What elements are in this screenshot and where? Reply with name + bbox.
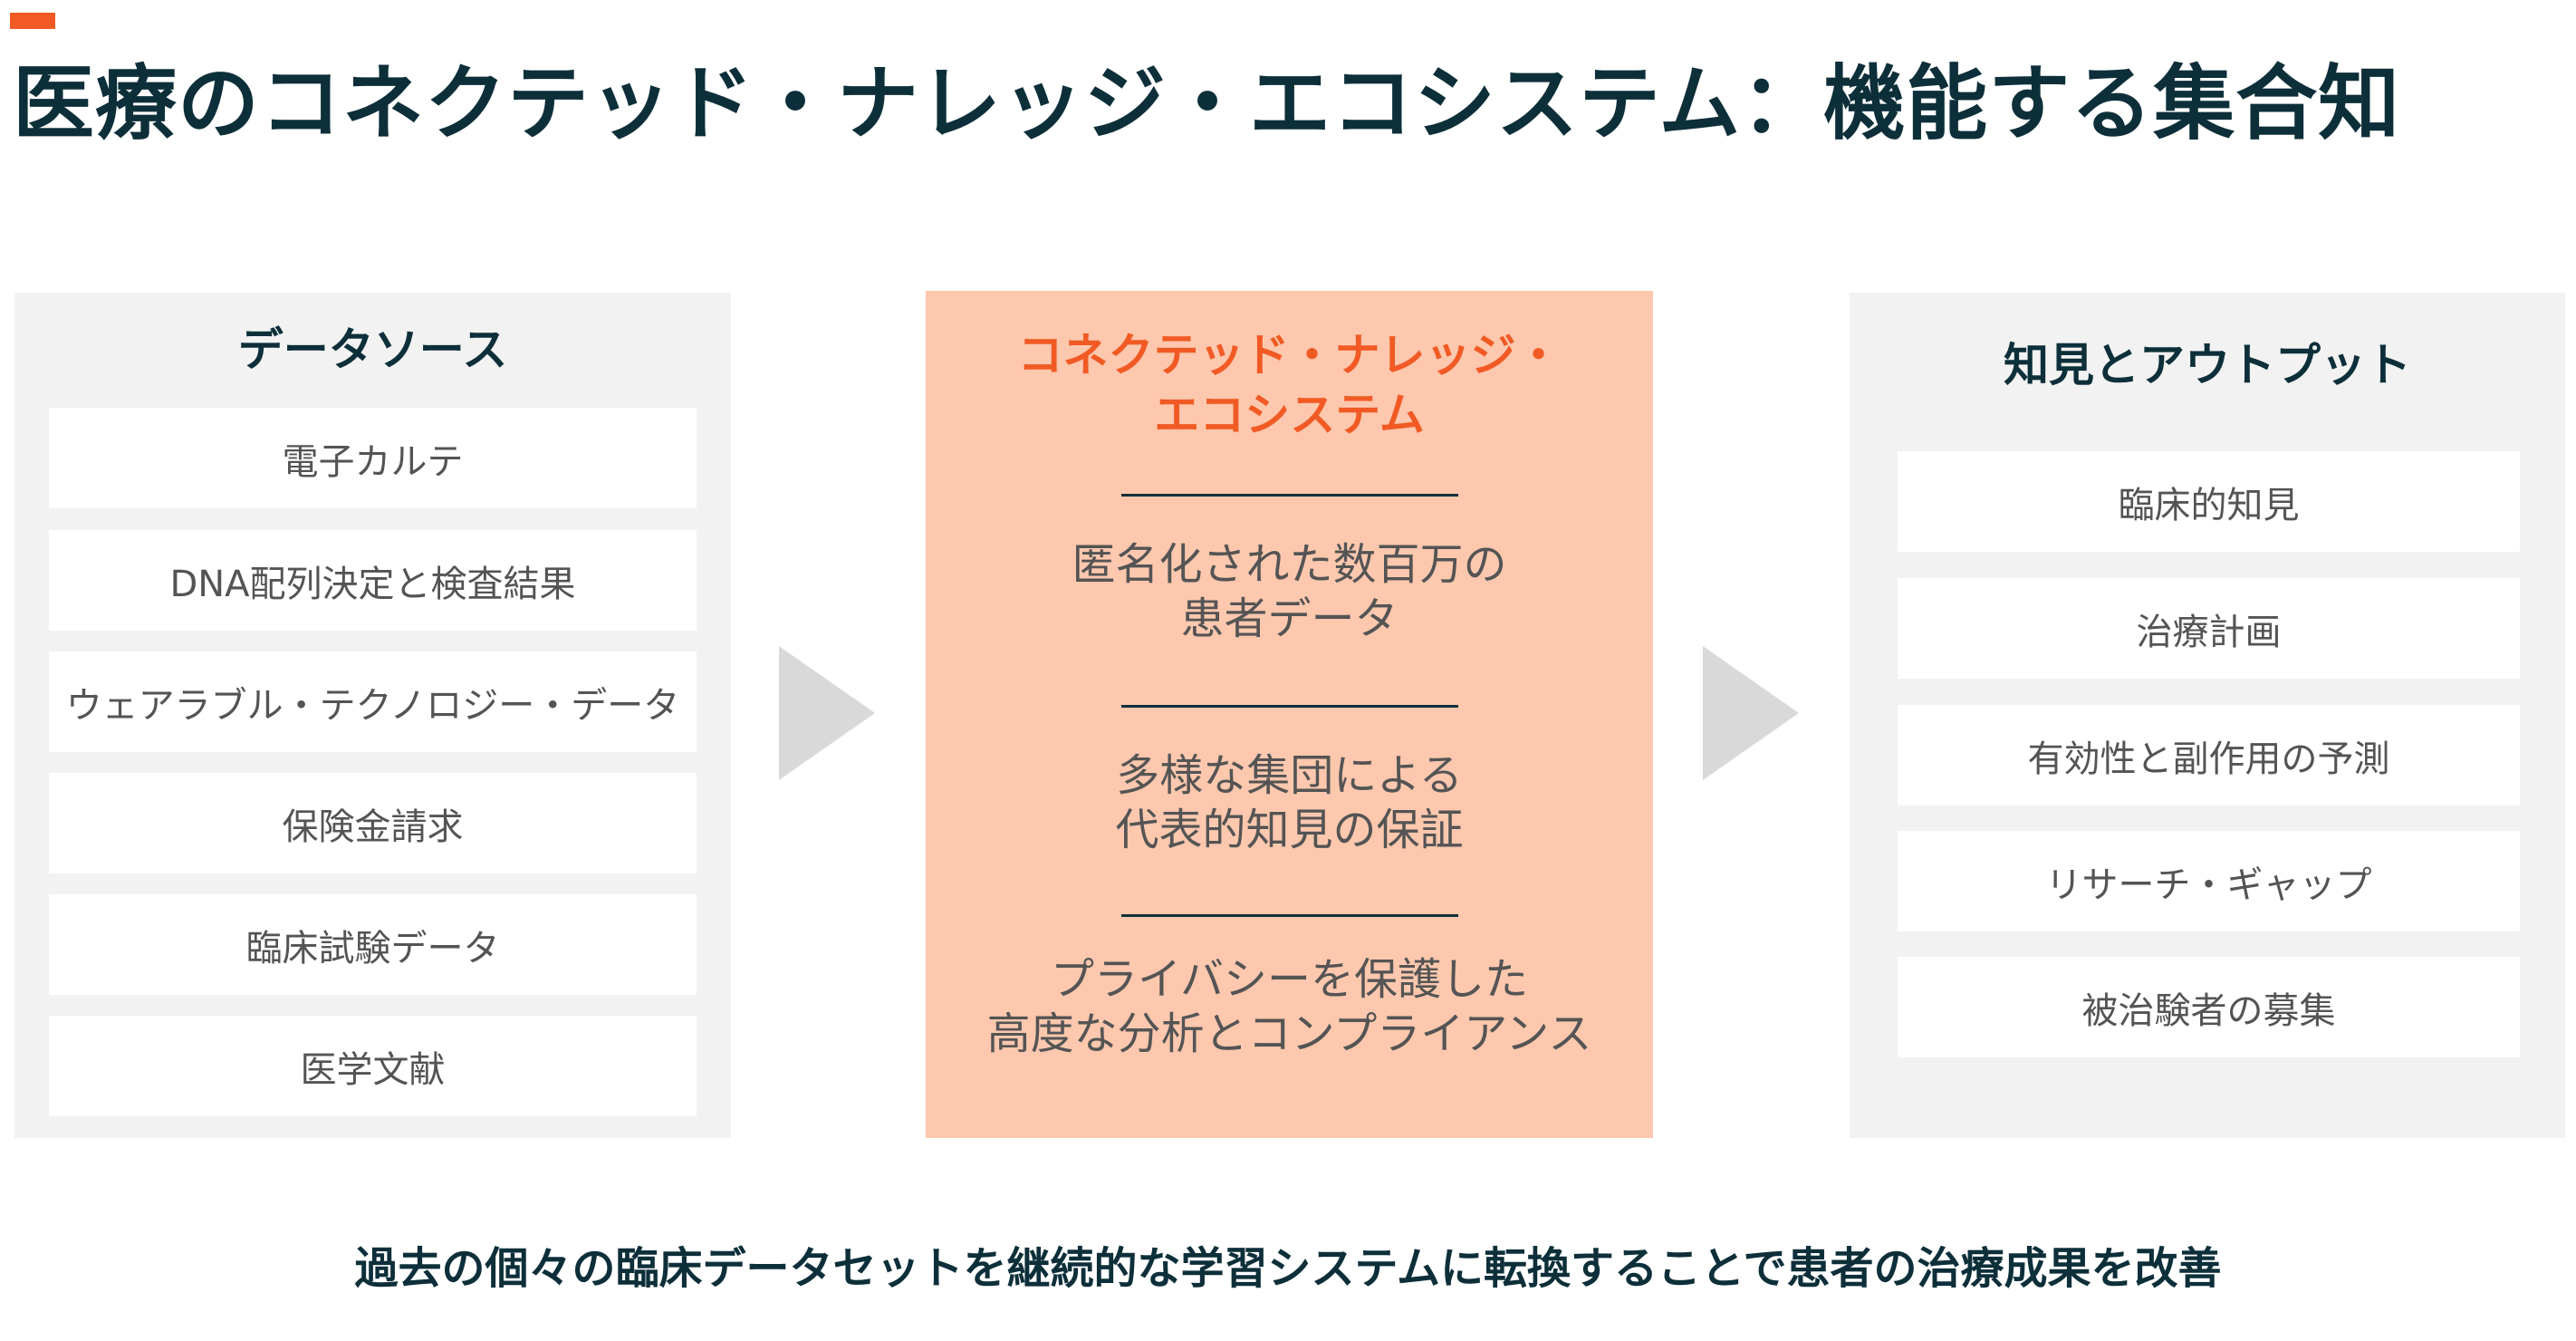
data-sources-heading: データソース bbox=[237, 323, 508, 376]
ecosystem-point: 匿名化された数百万の 患者データ bbox=[1072, 539, 1507, 644]
insight-item: 臨床的知見 bbox=[1898, 451, 2520, 552]
ecosystem-point: 多様な集団による 代表的知見の保証 bbox=[1115, 750, 1464, 855]
insights-panel: 知見とアウトプット 臨床的知見 治療計画 有効性と副作用の予測 リサーチ・ギャッ… bbox=[1850, 293, 2565, 1138]
ecosystem-heading: コネクテッド・ナレッジ・ エコシステム bbox=[1017, 329, 1562, 441]
ecosystem-panel: コネクテッド・ナレッジ・ エコシステム 匿名化された数百万の 患者データ 多様な… bbox=[926, 291, 1653, 1138]
insights-heading: 知見とアウトプット bbox=[2004, 339, 2411, 391]
ecosystem-point: プライバシーを保護した 高度な分析とコンプライアンス bbox=[986, 954, 1592, 1059]
divider bbox=[1121, 494, 1458, 497]
insight-item: 治療計画 bbox=[1898, 578, 2520, 679]
page-title: 医療のコネクテッド・ナレッジ・エコシステム：機能する集合知 bbox=[13, 56, 2401, 151]
insight-item: リサーチ・ギャップ bbox=[1898, 831, 2520, 931]
bottom-caption: 過去の個々の臨床データセットを継続的な学習システムに転換することで患者の治療成果… bbox=[354, 1243, 2222, 1294]
accent-bar bbox=[10, 13, 55, 29]
data-source-item: 保険金請求 bbox=[49, 773, 697, 873]
data-source-item: DNA配列決定と検査結果 bbox=[49, 530, 697, 631]
divider bbox=[1121, 914, 1458, 917]
divider bbox=[1121, 705, 1458, 708]
data-sources-panel: データソース 電子カルテ DNA配列決定と検査結果 ウェアラブル・テクノロジー・… bbox=[14, 293, 731, 1138]
data-source-item: 臨床試験データ bbox=[49, 894, 697, 995]
insight-item: 有効性と副作用の予測 bbox=[1898, 705, 2520, 806]
insight-item: 被治験者の募集 bbox=[1898, 957, 2520, 1057]
data-source-item: 医学文献 bbox=[49, 1016, 697, 1116]
flow-arrow-icon bbox=[779, 646, 875, 780]
flow-arrow-icon bbox=[1703, 646, 1799, 780]
data-source-item: ウェアラブル・テクノロジー・データ bbox=[49, 651, 697, 752]
data-source-item: 電子カルテ bbox=[49, 408, 697, 508]
